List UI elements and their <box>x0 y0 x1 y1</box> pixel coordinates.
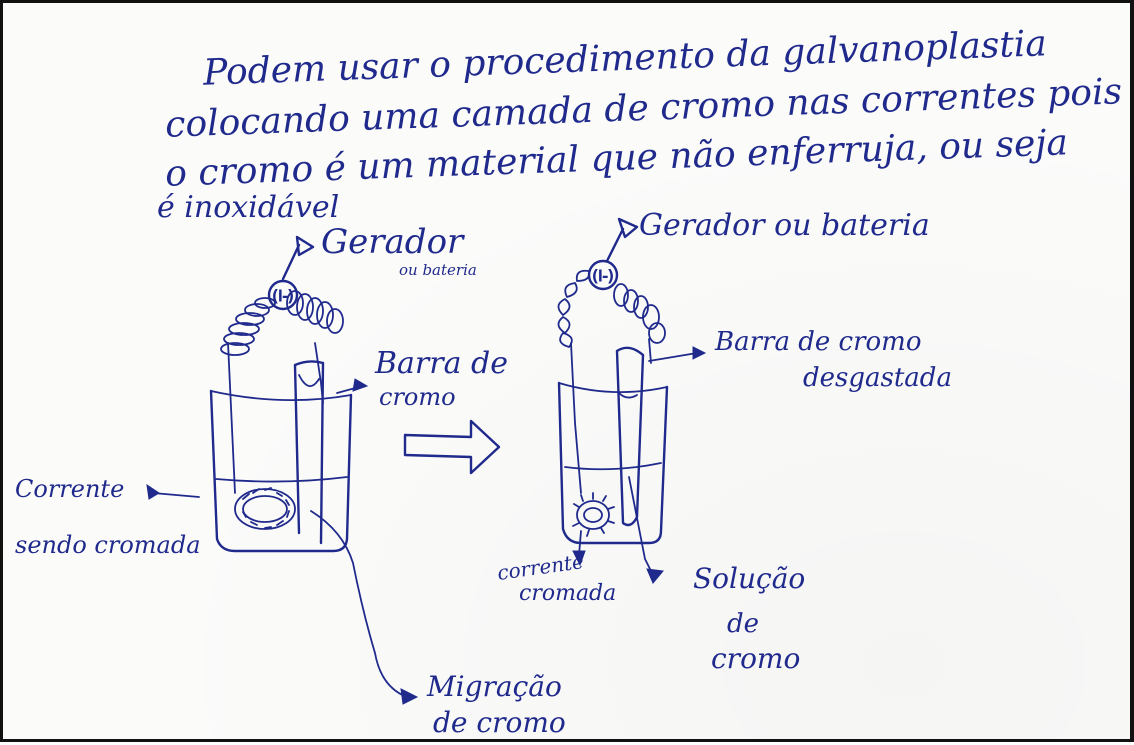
left-generator-label-sub: ou bateria <box>399 261 477 279</box>
left-chrome-bar <box>293 360 325 545</box>
right-battery-text: (I-) <box>592 267 614 285</box>
right-coil-right <box>613 283 666 344</box>
right-apparatus: (I-) <box>557 217 707 584</box>
left-wire-left <box>227 342 236 494</box>
left-bar-label-2: cromo <box>379 383 456 411</box>
left-migration-line <box>310 510 408 698</box>
left-chain <box>234 487 296 530</box>
left-beaker <box>209 389 353 553</box>
migration-label-2: de cromo <box>433 706 566 739</box>
left-generator-label: Gerador <box>321 222 464 262</box>
right-beaker <box>557 381 669 545</box>
solution-label-1: Solução <box>693 562 806 595</box>
right-bar-label-1: Barra de cromo <box>715 327 922 357</box>
left-coil-left <box>220 297 276 356</box>
left-coil-right <box>286 290 344 334</box>
hand-drawn-diagram: (I-) <box>146 217 707 705</box>
right-wire-right <box>648 338 652 364</box>
solution-label-3: cromo <box>711 642 801 675</box>
right-chain <box>572 492 615 537</box>
right-chain-label-2: cromada <box>519 581 617 606</box>
right-generator-label: Gerador ou bateria <box>639 208 930 243</box>
transition-arrow <box>403 419 501 475</box>
right-battery-symbol <box>587 259 619 291</box>
solution-label-2: de <box>727 609 760 639</box>
left-battery-symbol <box>267 279 299 311</box>
paragraph-line-4: é inoxidável <box>157 190 340 225</box>
left-apparatus: (I-) <box>146 235 419 705</box>
right-bar-label-2: desgastada <box>803 363 952 393</box>
left-bar-label-1: Barra de <box>375 346 508 381</box>
left-chain-label-1: Corrente <box>15 475 125 503</box>
migration-label-1: Migração <box>427 670 562 703</box>
left-battery-text: (I-) <box>272 287 294 305</box>
right-coil-left <box>557 269 591 348</box>
right-chrome-bar <box>615 346 645 527</box>
left-chain-label-2: sendo cromada <box>15 531 201 559</box>
right-wire-left <box>570 342 582 494</box>
